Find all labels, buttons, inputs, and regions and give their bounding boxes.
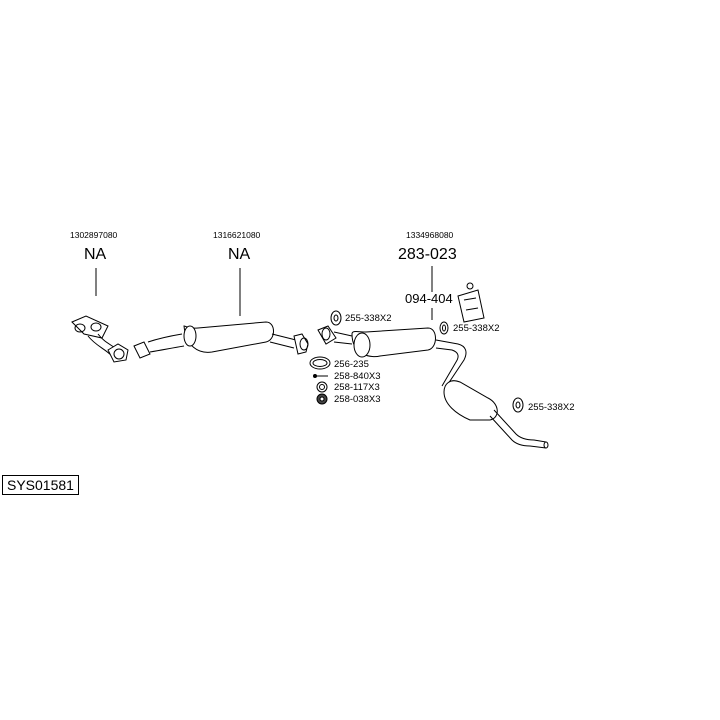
rubber-ring-center	[439, 321, 449, 335]
rear-system	[317, 325, 549, 449]
front-pipe	[71, 315, 129, 363]
center-pipe	[133, 321, 309, 359]
part-number-gasket: 256-235	[334, 359, 369, 370]
gasket-ring	[309, 356, 331, 370]
oem-number-rear-system: 1334968080	[406, 230, 454, 240]
part-number-ring-center: 255-338X2	[453, 323, 500, 334]
oem-number-front-pipe: 1302897080	[70, 230, 118, 240]
part-number-bolt: 258-840X3	[334, 371, 381, 382]
system-code-label: SYS01581	[2, 475, 79, 495]
part-number-center-pipe: NA	[228, 246, 251, 263]
spring-washer	[316, 381, 328, 393]
part-number-rear-system: 283-023	[398, 246, 457, 263]
oem-number-center-pipe: 1316621080	[213, 230, 261, 240]
rubber-ring-front	[330, 310, 342, 326]
part-number-ring-rear: 255-338X2	[528, 402, 575, 413]
part-number-spring-washer: 258-117X3	[334, 382, 380, 393]
part-number-front-pipe: NA	[84, 246, 107, 263]
part-number-bracket: 094-404	[405, 291, 453, 306]
bracket-hanger	[457, 282, 485, 323]
rubber-ring-rear	[512, 397, 524, 413]
bolt	[313, 374, 328, 378]
part-number-lock-nut: 258-038X3	[334, 394, 381, 405]
part-number-ring-front: 255-338X2	[345, 313, 392, 324]
